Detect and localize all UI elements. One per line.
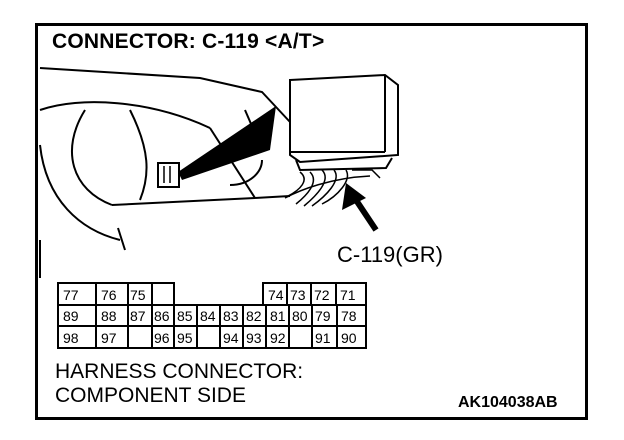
diagram-frame — [35, 23, 588, 420]
pin-91: 91 — [315, 330, 331, 346]
pin-76: 76 — [101, 287, 117, 303]
footer-line-2: COMPONENT SIDE — [55, 384, 246, 407]
control-unit-box — [284, 73, 399, 207]
pin-72: 72 — [314, 287, 330, 303]
pin-84: 84 — [200, 308, 216, 324]
connector-callout-label: C-119(GR) — [337, 242, 443, 267]
pin-75: 75 — [130, 287, 146, 303]
pointer-arrow — [342, 183, 379, 232]
pin-81: 81 — [270, 308, 286, 324]
pin-88: 88 — [101, 308, 117, 324]
connector-location-marker — [157, 162, 180, 188]
pin-92: 92 — [270, 330, 286, 346]
footer-line-1: HARNESS CONNECTOR: — [55, 360, 304, 383]
pin-98: 98 — [63, 330, 79, 346]
figure-code: AK104038AB — [458, 394, 558, 411]
pin-79: 79 — [315, 308, 331, 324]
pin-96: 96 — [154, 330, 170, 346]
pin-80: 80 — [292, 308, 308, 324]
pin-78: 78 — [341, 308, 357, 324]
pin-85: 85 — [177, 308, 193, 324]
pin-87: 87 — [130, 308, 146, 324]
pin-73: 73 — [290, 287, 306, 303]
pin-94: 94 — [223, 330, 239, 346]
pin-97: 97 — [101, 330, 117, 346]
pin-83: 83 — [223, 308, 239, 324]
pin-77: 77 — [63, 287, 79, 303]
pin-93: 93 — [246, 330, 262, 346]
diagram-title: CONNECTOR: C-119 <A/T> — [52, 30, 325, 53]
callout-wedge — [178, 106, 276, 180]
pin-95: 95 — [177, 330, 193, 346]
pin-89: 89 — [63, 308, 79, 324]
connector-face — [57, 282, 367, 349]
pin-82: 82 — [246, 308, 262, 324]
pin-74: 74 — [268, 287, 284, 303]
pin-90: 90 — [341, 330, 357, 346]
pin-71: 71 — [340, 287, 356, 303]
pin-86: 86 — [154, 308, 170, 324]
